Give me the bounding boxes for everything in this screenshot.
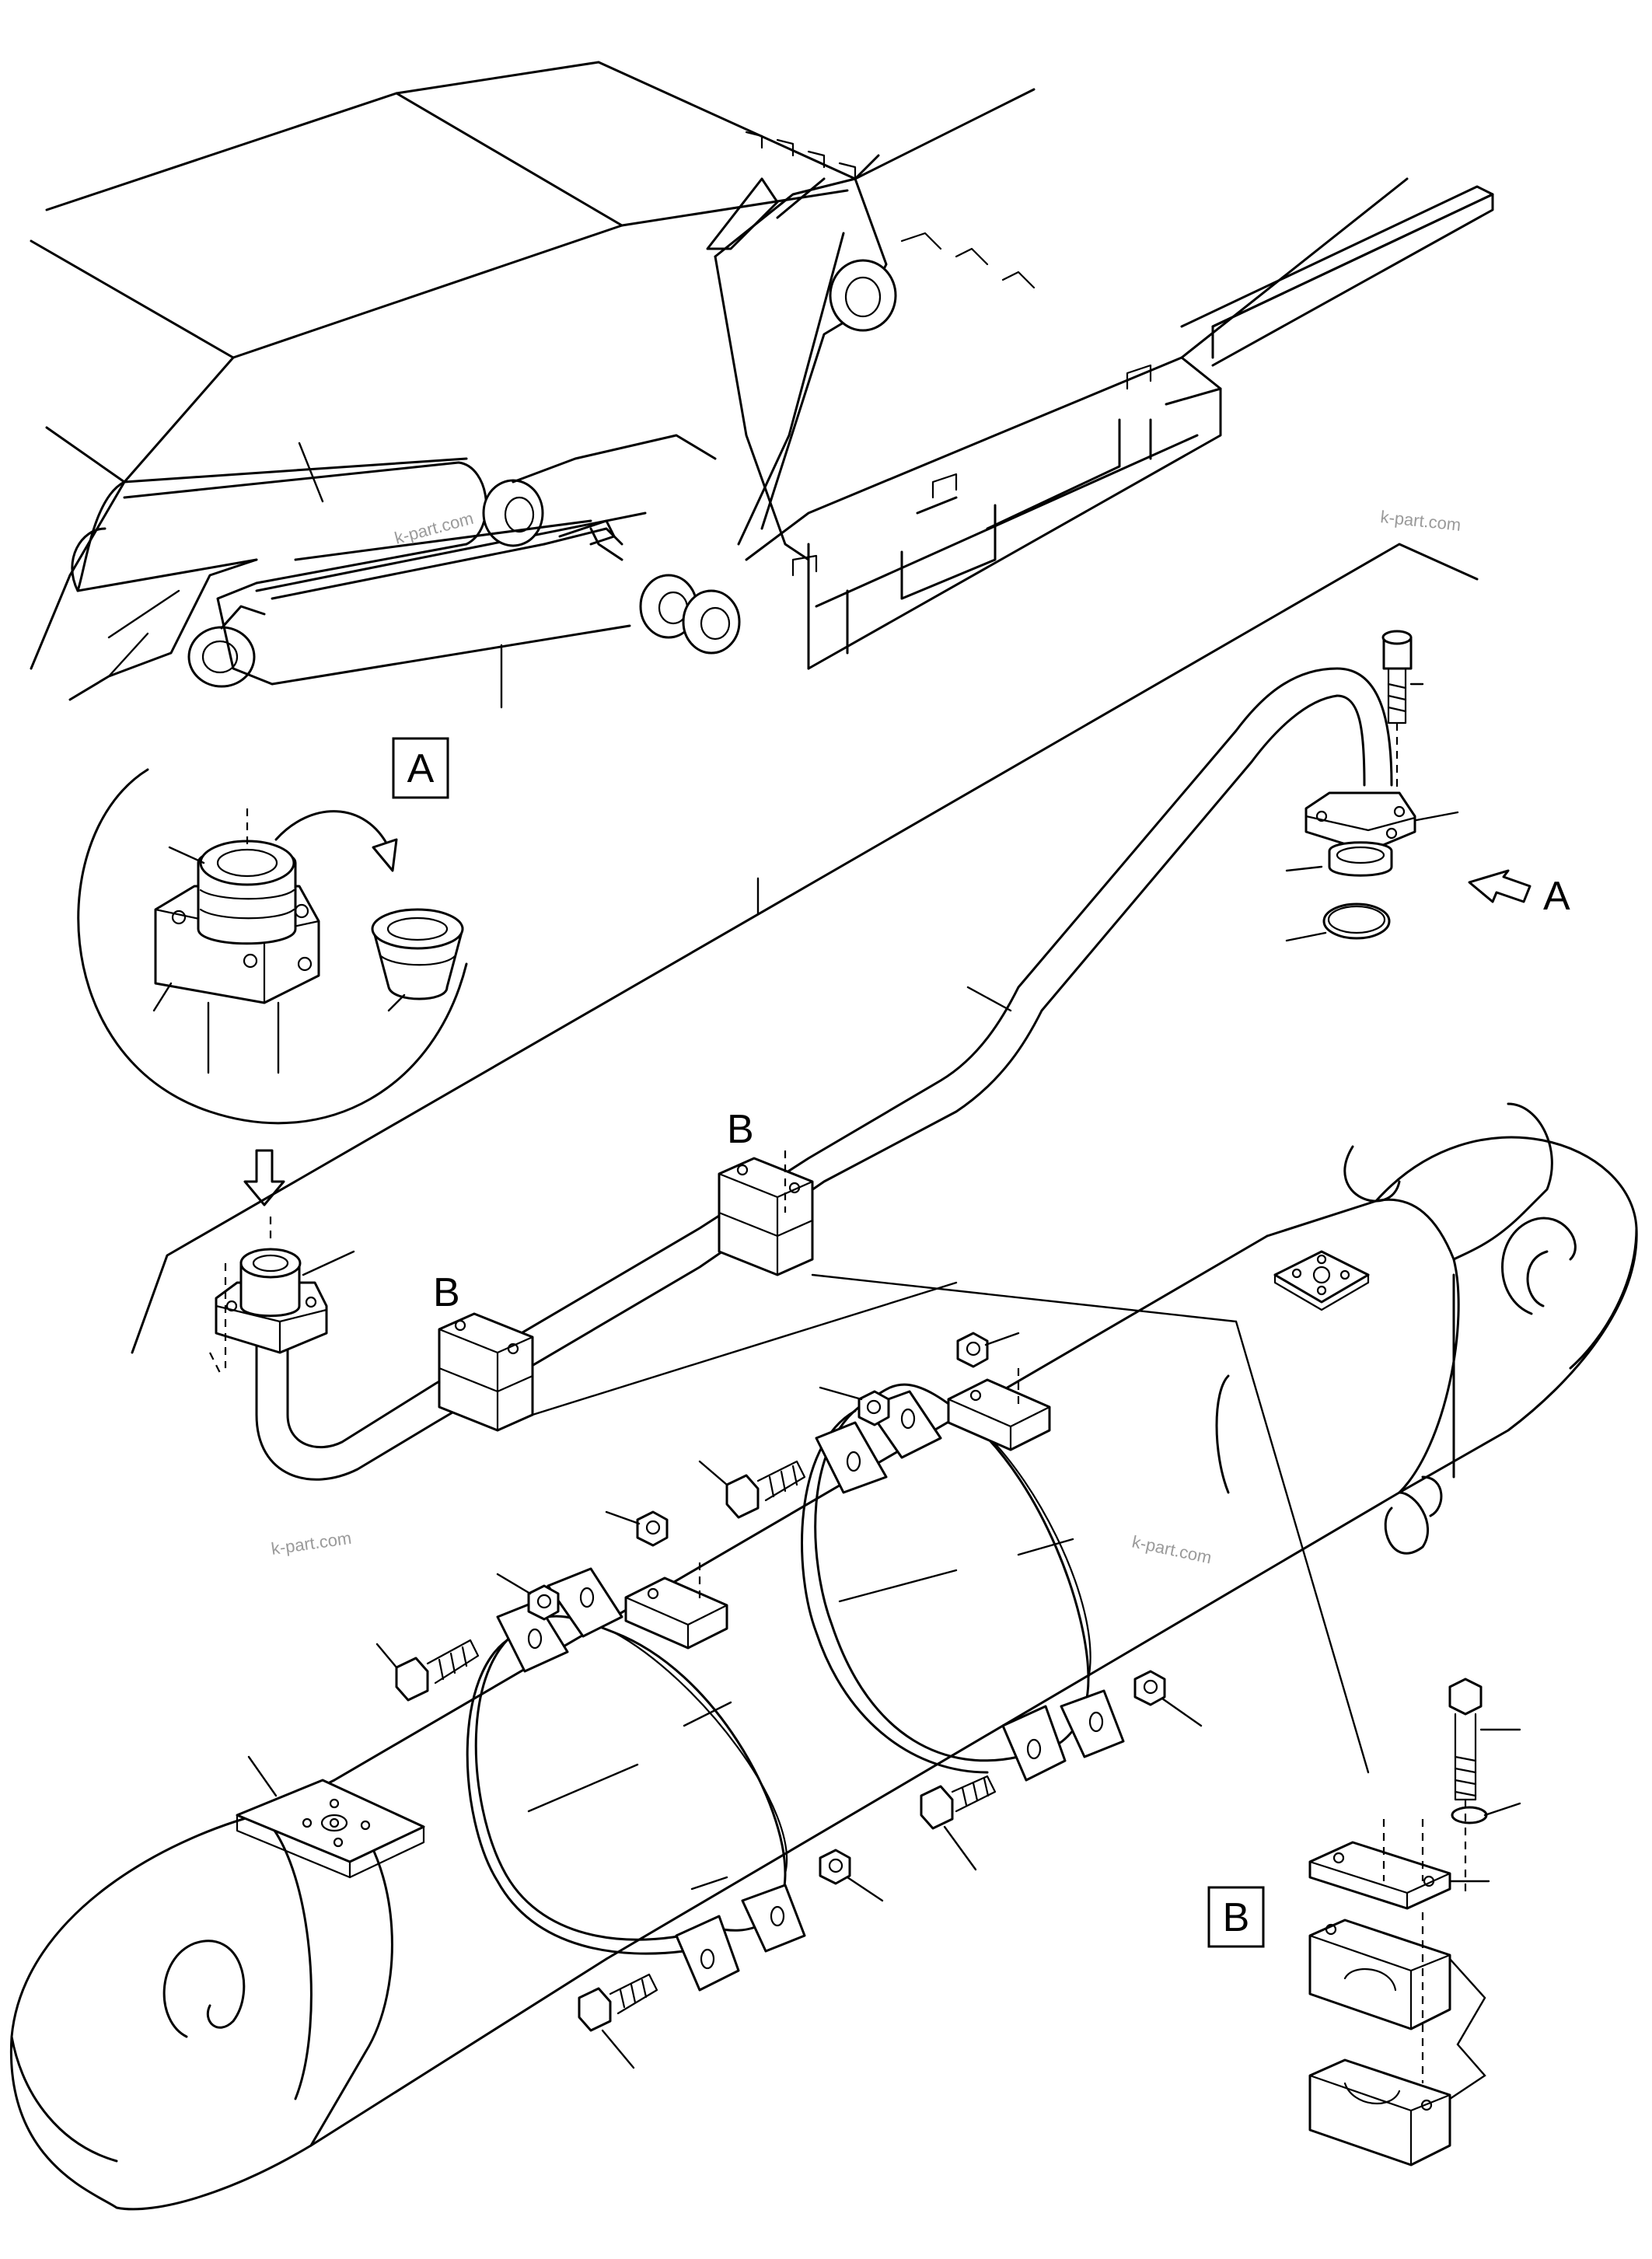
band-clamp-left xyxy=(375,1510,884,2069)
boom-cylinder xyxy=(9,1102,1638,2211)
watermark-2: k-part.com xyxy=(1379,507,1462,535)
callout-box-b: B xyxy=(1207,1886,1265,1948)
boom-arm-assembly xyxy=(30,61,1494,709)
watermark-4: k-part.com xyxy=(1130,1531,1214,1567)
pipe-clamp-b-upper: B xyxy=(718,1107,814,1276)
detail-a-circle xyxy=(77,768,468,1206)
callout-a-label: A xyxy=(407,746,435,791)
clamp-b-lower-label: B xyxy=(433,1270,460,1315)
detail-b-exploded xyxy=(1308,1678,1521,2166)
pipe-clamp-b-lower: B xyxy=(433,1270,534,1432)
hydraulic-pipe: A xyxy=(131,543,1570,1481)
arrow-a-label: A xyxy=(1543,874,1570,919)
band-clamp-right xyxy=(698,1332,1203,1871)
callout-box-a: A xyxy=(392,737,449,799)
clamp-b-upper-label: B xyxy=(727,1107,754,1152)
callout-b-label: B xyxy=(1223,1895,1250,1940)
watermark-3: k-part.com xyxy=(270,1528,352,1559)
